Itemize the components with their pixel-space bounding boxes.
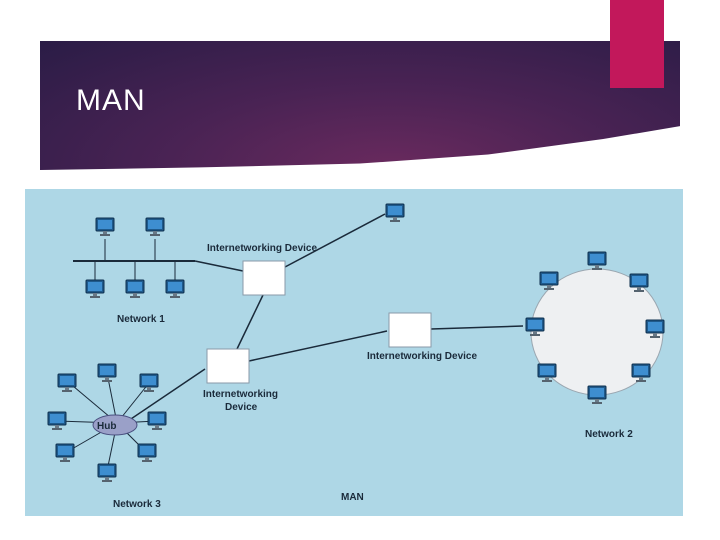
link-line	[284, 213, 386, 268]
pc-icon	[139, 373, 159, 393]
hub-icon	[92, 414, 138, 436]
link-line	[248, 330, 388, 362]
pc-icon	[125, 279, 145, 299]
link-line	[236, 294, 264, 350]
pc-icon	[97, 463, 117, 483]
network1-label: Network 1	[117, 314, 165, 325]
network3-label: Network 3	[113, 499, 161, 510]
pc-icon	[147, 411, 167, 431]
internetworking-device-right	[388, 312, 432, 348]
pc-icon	[587, 251, 607, 271]
network2-label: Network 2	[585, 429, 633, 440]
pc-icon	[85, 279, 105, 299]
device-top-label: Internetworking Device	[207, 243, 317, 254]
link-line	[430, 325, 524, 330]
pc-icon	[145, 217, 165, 237]
pc-icon	[385, 203, 405, 223]
hub-label: Hub	[97, 421, 116, 432]
diagram-caption: MAN	[341, 492, 364, 503]
pc-icon	[57, 373, 77, 393]
accent-bar	[610, 0, 664, 88]
pc-icon	[47, 411, 67, 431]
internetworking-device-left	[206, 348, 250, 384]
pc-icon	[95, 217, 115, 237]
device-left-label: Internetworking	[203, 389, 278, 400]
pc-icon	[165, 279, 185, 299]
pc-icon	[55, 443, 75, 463]
pc-icon	[137, 443, 157, 463]
pc-icon	[587, 385, 607, 405]
slide-title: MAN	[76, 84, 146, 117]
pc-icon	[97, 363, 117, 383]
link-line	[124, 368, 206, 424]
internetworking-device-top	[242, 260, 286, 296]
device-right-label: Internetworking Device	[367, 351, 477, 362]
device-left-label: Device	[225, 402, 258, 413]
man-diagram: Network 1 Internetworking Device Interne…	[25, 189, 683, 516]
diagram-canvas: Network 1 Internetworking Device Interne…	[47, 203, 665, 510]
network1-bus	[73, 239, 244, 283]
